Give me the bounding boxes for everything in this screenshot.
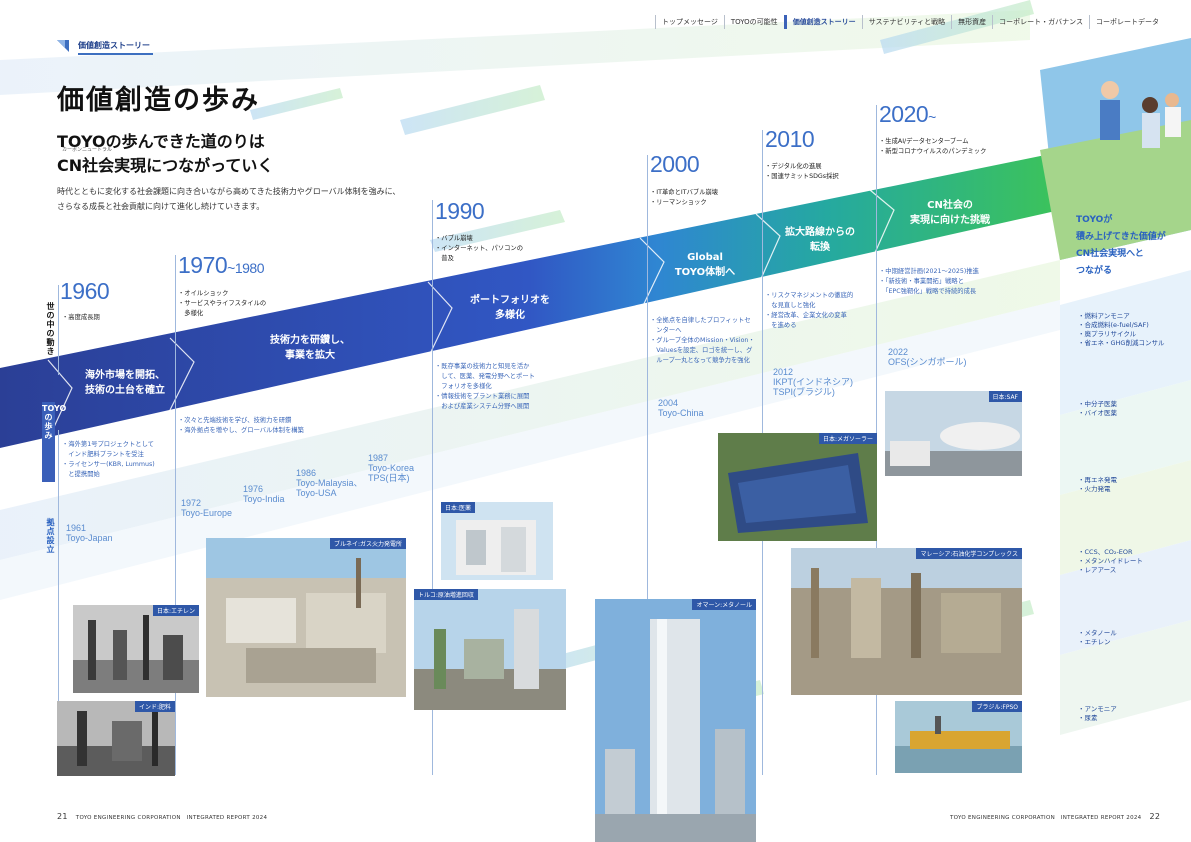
lead-line-2: CN社会実現につながっていく [57, 156, 274, 175]
photo-caption: トルコ:原油増進回収 [414, 589, 478, 600]
photo-caption: マレーシア:石油化学コンプレックス [916, 548, 1022, 559]
row-label-base: 拠点設立 [46, 518, 55, 554]
photo-japan-ethylene: 日本:エチレン [73, 605, 199, 693]
arrow-label-1990: ポートフォリオを 多様化 [470, 295, 550, 321]
footer-left: 21 TOYO ENGINEERING CORPORATION INTEGRATE… [57, 812, 267, 821]
arrow-label-1960: 海外市場を開拓、 技術の土台を確立 [85, 370, 165, 396]
photo-caption: インド:肥料 [134, 701, 175, 712]
nav-item-sustainability[interactable]: サステナビリティと戦略 [861, 15, 951, 29]
page-number-left: 21 [57, 812, 68, 821]
photo-brazil-fpso: ブラジル:FPSO [895, 701, 1022, 773]
timeline-line-2000 [647, 155, 648, 775]
photo-japan-saf: 日本:SAF [885, 391, 1022, 476]
arrow-label-1970: 技術力を研鑽し、 事業を拡大 [270, 335, 350, 361]
photo-caption: ブルネイ:ガス火力発電所 [329, 538, 406, 549]
photo-india-fertilizer: インド:肥料 [57, 701, 175, 776]
photo-malaysia-petrochem: マレーシア:石油化学コンプレックス [791, 548, 1022, 695]
year-1970-1980: 1970~1980 [178, 252, 264, 278]
top-nav: トップメッセージ TOYOの可能性 価値創造ストーリー サステナビリティと戦略 … [655, 15, 1165, 29]
timeline-line-1990 [432, 200, 433, 775]
value-list-1: ・燃料アンモニア・合成燃料(e-fuel/SAF)・廃プラリサイクル・省エネ・G… [1078, 312, 1165, 347]
lead-ruby: カーボンニュートラル [62, 147, 113, 153]
lead-heading: TOYOの歩んできた道のりは CN社会実現につながっていく [57, 130, 273, 178]
photo-caption: 日本:メガソーラー [818, 433, 877, 444]
nav-item-governance[interactable]: コーポレート・ガバナンス [992, 15, 1089, 29]
world-events-1960: ・高度成長期 [62, 314, 100, 321]
section-arrow-icon [57, 40, 69, 52]
value-list-6: ・アンモニア・尿素 [1078, 705, 1117, 722]
nav-item-intangible-assets[interactable]: 無形資産 [951, 15, 992, 29]
photo-caption: 日本:SAF [988, 391, 1022, 402]
photo-oman-methanol: オマーン:メタノール [595, 599, 756, 842]
year-1960: 1960 [60, 278, 110, 304]
timeline-line-1960-lower [58, 430, 59, 770]
toyo-history-2020: ・中期経営計画(2021～2025)推進 ・「新技術・事業開拓」戦略と 「EPC… [879, 268, 979, 295]
page-number-right: 22 [1149, 812, 1161, 821]
lead-line-1: TOYOの歩んできた道のりは [57, 132, 265, 151]
intro-line-2: さらなる成長と社会貢献に向けて進化し続けていきます。 [57, 202, 265, 211]
value-list-2: ・中分子医薬・バイオ医薬 [1078, 400, 1117, 417]
section-label: 価値創造ストーリー [78, 41, 150, 50]
value-list-3: ・再エネ発電・火力発電 [1078, 476, 1117, 493]
toyo-history-1990: ・既存事業の技術力と知見を活か して、医薬、発電分野へとポート フォリオを多様化… [435, 363, 535, 410]
nav-item-value-story[interactable]: 価値創造ストーリー [783, 15, 862, 29]
footer-left-text: TOYO ENGINEERING CORPORATION INTEGRATED … [75, 815, 268, 821]
footer-right: TOYO ENGINEERING CORPORATION INTEGRATED … [950, 812, 1160, 821]
world-events-2010: ・デジタル化の進展 ・国連サミットSDGs採択 [765, 163, 839, 180]
value-list-5: ・メタノール・エチレン [1078, 629, 1117, 646]
photo-brunei-gas-power: ブルネイ:ガス火力発電所 [206, 538, 406, 697]
photo-caption: ブラジル:FPSO [972, 701, 1022, 712]
arrow-label-2020: CN社会の 実現に向けた挑戦 [910, 200, 990, 226]
photo-japan-pharma: 日本:医薬 [441, 502, 553, 580]
arrow-label-2000: Global TOYO体制へ [674, 252, 736, 278]
toyo-history-2010: ・リスクマネジメントの徹底的 な見直しと強化 ・経営改革、企業文化の変革 を進め… [765, 292, 854, 329]
photo-caption: 日本:エチレン [152, 605, 199, 616]
section-underline [78, 53, 153, 55]
photo-turkey-eor: トルコ:原油増進回収 [414, 589, 566, 710]
year-1990: 1990 [435, 198, 485, 224]
toyo-history-1970: ・次々と先端技術を学び、技術力を研鑽 ・海外拠点を増やし、グローバル体制を構築 [178, 417, 304, 434]
world-events-2020: ・生成AI/データセンターブーム ・新型コロナウイルスのパンデミック [879, 138, 987, 155]
toyo-history-1960: ・海外第1号プロジェクトとして インド肥料プラントを受注 ・ライセンサー(KBR… [62, 441, 155, 478]
photo-caption: オマーン:メタノール [692, 599, 756, 610]
photo-caption: 日本:医薬 [441, 502, 476, 513]
nav-item-potential[interactable]: TOYOの可能性 [723, 15, 784, 29]
year-2010: 2010 [765, 126, 815, 152]
toyo-history-2000: ・全拠点を自律したプロフィットセ ンターへ ・グループ全体のMission・Vi… [650, 317, 755, 364]
timeline-line-1960 [58, 285, 59, 375]
year-2000: 2000 [650, 151, 700, 177]
nav-item-top-message[interactable]: トップメッセージ [655, 15, 724, 29]
right-summary-title: TOYOが 積み上げてきた価値が CN社会実現へと つながる [1076, 215, 1166, 276]
world-events-1970: ・オイルショック ・サービスやライフスタイルの 多様化 [178, 290, 267, 317]
row-label-world: 世の中の動き [46, 302, 55, 356]
timeline-line-1970 [175, 255, 176, 775]
world-events-1990: ・バブル崩壊 ・インターネット、パソコンの 普及 [435, 235, 524, 262]
row-label-toyo: TOYOの歩み [42, 402, 66, 482]
nav-item-corporate-data[interactable]: コーポレートデータ [1089, 15, 1165, 29]
footer-right-text: TOYO ENGINEERING CORPORATION INTEGRATED … [950, 815, 1142, 821]
page-title: 価値創造の歩み [57, 85, 260, 116]
year-2020: 2020~ [879, 101, 936, 127]
intro-line-1: 時代とともに変化する社会課題に向き合いながら高めてきた技術力やグローバル体制を強… [57, 187, 401, 196]
intro-text: 時代とともに変化する社会課題に向き合いながら高めてきた技術力やグローバル体制を強… [57, 184, 437, 214]
photo-japan-mega-solar: 日本:メガソーラー [718, 433, 877, 541]
world-events-2000: ・IT革命とITバブル崩壊 ・リーマンショック [650, 189, 719, 206]
arrow-label-2010: 拡大路線からの 転換 [785, 227, 855, 253]
value-list-4: ・CCS、CO₂-EOR・メタンハイドレート・レアアース [1078, 548, 1143, 574]
